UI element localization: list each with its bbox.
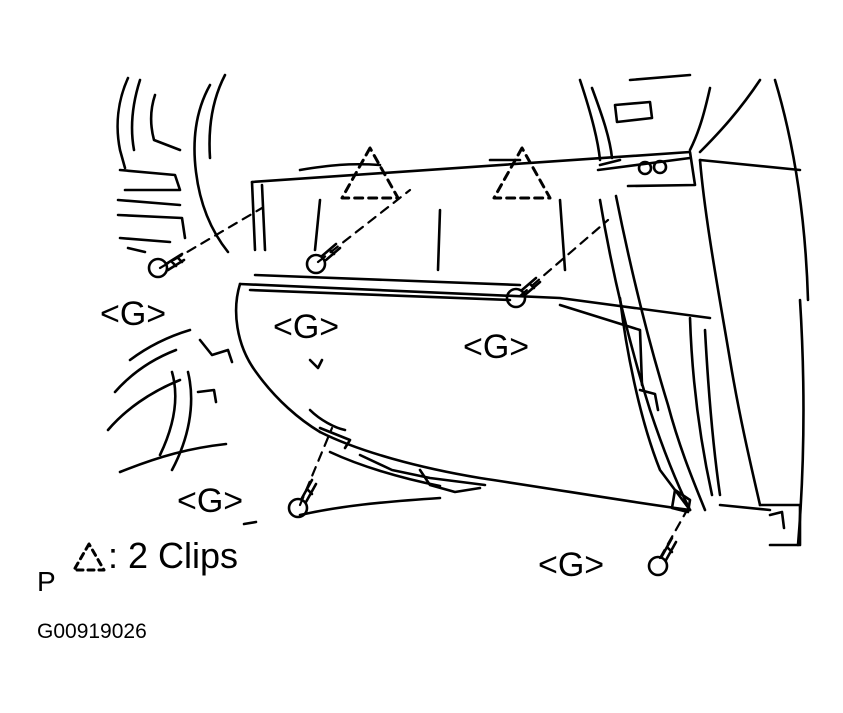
figure-code: G00919026 <box>37 620 147 643</box>
view-letter: P <box>37 566 56 597</box>
clips-legend-text: : 2 Clips <box>108 535 239 576</box>
screw-label-g: <G> <box>273 308 340 346</box>
screw-icon <box>505 276 542 309</box>
screw-icon <box>287 478 318 519</box>
upper-dashboard-structure <box>250 73 802 272</box>
clip-triangle-icon <box>340 146 400 200</box>
screw-icon <box>647 536 678 577</box>
screw-icon <box>147 252 186 279</box>
tick-mark <box>242 520 258 526</box>
screw-label-g: <G> <box>177 482 244 520</box>
screws <box>147 242 678 577</box>
screw-label-g: <G> <box>538 546 605 584</box>
left-dashboard-structure <box>106 73 234 474</box>
screw-icon <box>305 242 342 275</box>
screw-label-g: <G> <box>100 295 167 333</box>
right-side-panel <box>698 78 810 547</box>
screw-label-g: <G> <box>463 328 530 366</box>
glove-box-door <box>234 194 722 517</box>
clip-markers <box>340 146 552 200</box>
clip-triangle-icon <box>72 542 106 572</box>
clip-triangle-icon <box>492 146 552 200</box>
